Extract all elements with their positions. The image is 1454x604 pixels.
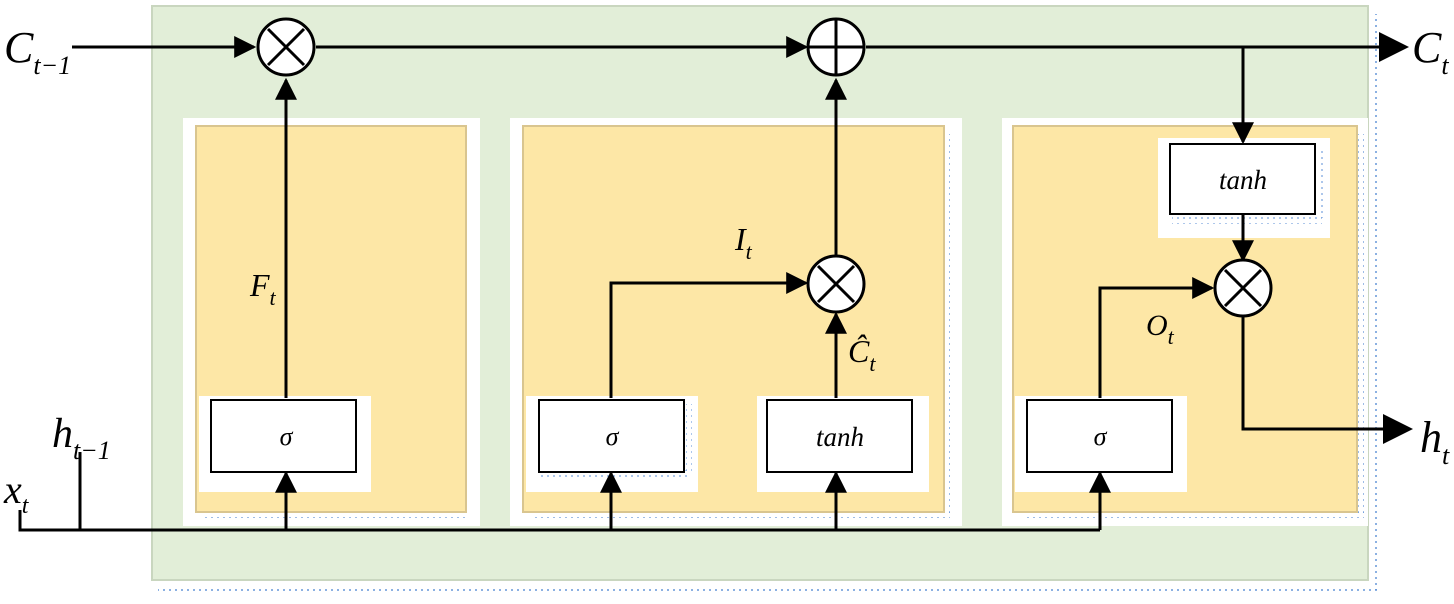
label-forget-signal: Ft: [249, 267, 277, 310]
candidate-tanh-label: tanh: [816, 422, 864, 452]
input-multiply-node: [806, 254, 866, 314]
forget-multiply-node: [256, 17, 316, 77]
label-input-signal: It: [734, 221, 753, 264]
label-c-t: Ct: [1412, 23, 1449, 80]
label-candidate-signal: Ĉt: [848, 333, 876, 376]
forget-sigma-label: σ: [280, 422, 294, 451]
input-sigma-box: σ: [538, 399, 685, 473]
forget-gate-panel: [183, 118, 480, 526]
output-multiply-node: [1213, 258, 1273, 318]
label-x-t: xt: [3, 467, 30, 519]
cell-tanh-label: tanh: [1219, 165, 1267, 195]
cell-tanh-box: tanh: [1169, 143, 1316, 215]
cell-add-node: [806, 17, 866, 77]
label-h-t: ht: [1420, 413, 1450, 470]
label-c-prev: Ct−1: [4, 23, 71, 80]
wires: [18, 32, 1413, 532]
output-sigma-box: σ: [1026, 399, 1173, 473]
label-output-signal: Ot: [1146, 309, 1175, 349]
input-sigma-label: σ: [606, 422, 620, 451]
candidate-tanh-box: tanh: [766, 399, 913, 473]
label-h-prev: ht−1: [52, 411, 111, 465]
forget-sigma-box: σ: [210, 399, 357, 473]
output-sigma-label: σ: [1094, 422, 1108, 451]
